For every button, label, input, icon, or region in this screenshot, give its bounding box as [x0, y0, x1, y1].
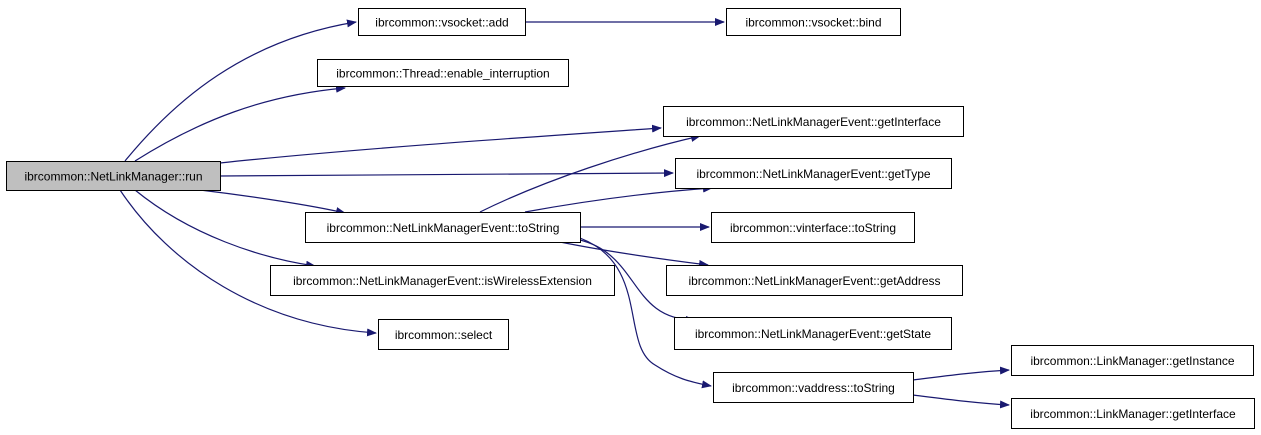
node-box: [675, 158, 952, 189]
node-box: [1011, 345, 1254, 376]
node-label: ibrcommon::vsocket::bind: [745, 16, 881, 30]
node-label: ibrcommon::Thread::enable_interruption: [336, 67, 549, 81]
node-label: ibrcommon::LinkManager::getInterface: [1030, 407, 1236, 421]
node-label: ibrcommon::NetLinkManagerEvent::isWirele…: [293, 274, 592, 288]
node-lm_getInstance[interactable]: ibrcommon::LinkManager::getInstance: [1011, 345, 1254, 376]
edge-vaddr_toString-to-lm_getInterface: [912, 394, 1010, 409]
node-box: [358, 8, 526, 36]
node-label: ibrcommon::select: [395, 328, 493, 342]
edge-vaddr_toString-to-lm_getInstance: [912, 366, 1010, 381]
edge-run-to-nle_getInterface: [219, 124, 662, 164]
node-box: [317, 59, 569, 87]
edge-run-to-vsock_add: [124, 19, 357, 162]
node-nle_toString[interactable]: ibrcommon::NetLinkManagerEvent::toString: [305, 212, 581, 243]
edge-nle_toString-to-vaddr_toString: [579, 237, 712, 389]
node-label: ibrcommon::vsocket::add: [375, 16, 508, 30]
node-label: ibrcommon::NetLinkManager::run: [24, 170, 202, 184]
node-nle_getInterface[interactable]: ibrcommon::NetLinkManagerEvent::getInter…: [663, 106, 964, 137]
node-box: [6, 161, 221, 191]
node-label: ibrcommon::vinterface::toString: [730, 221, 896, 235]
node-label: ibrcommon::NetLinkManagerEvent::getAddre…: [688, 274, 940, 288]
node-box: [378, 319, 509, 350]
node-box: [666, 265, 963, 296]
node-label: ibrcommon::NetLinkManagerEvent::getState: [695, 327, 931, 341]
node-nle_getState[interactable]: ibrcommon::NetLinkManagerEvent::getState: [674, 317, 952, 350]
node-box: [711, 212, 915, 243]
node-label: ibrcommon::vaddress::toString: [732, 381, 895, 395]
node-box: [305, 212, 581, 243]
node-label: ibrcommon::NetLinkManagerEvent::getType: [696, 167, 930, 181]
edge-nle_toString-to-nle_getType: [524, 184, 713, 213]
node-label: ibrcommon::NetLinkManagerEvent::toString: [327, 221, 560, 235]
node-select[interactable]: ibrcommon::select: [378, 319, 509, 350]
node-label: ibrcommon::LinkManager::getInstance: [1030, 354, 1234, 368]
node-lm_getInterface[interactable]: ibrcommon::LinkManager::getInterface: [1011, 398, 1255, 429]
node-box: [1011, 398, 1255, 429]
nodes-layer: ibrcommon::NetLinkManager::runibrcommon:…: [6, 8, 1255, 429]
node-nle_getType[interactable]: ibrcommon::NetLinkManagerEvent::getType: [675, 158, 952, 189]
node-box: [270, 265, 615, 296]
node-thread_ei[interactable]: ibrcommon::Thread::enable_interruption: [317, 59, 569, 87]
node-box: [674, 317, 952, 350]
node-vaddr_toString[interactable]: ibrcommon::vaddress::toString: [713, 372, 914, 403]
node-box: [713, 372, 914, 403]
node-box: [726, 8, 901, 36]
edge-nle_toString-to-nle_getInterface: [479, 134, 701, 213]
node-vif_toString[interactable]: ibrcommon::vinterface::toString: [711, 212, 915, 243]
node-label: ibrcommon::NetLinkManagerEvent::getInter…: [686, 115, 941, 129]
edge-nle_toString-to-nle_getAddress: [559, 241, 709, 268]
edge-run-to-nle_toString: [199, 189, 346, 215]
edge-run-to-nle_getType: [219, 169, 674, 178]
node-box: [663, 106, 964, 137]
edge-run-to-nle_isWE: [134, 189, 316, 269]
node-vsock_bind[interactable]: ibrcommon::vsocket::bind: [726, 8, 901, 36]
node-run[interactable]: ibrcommon::NetLinkManager::run: [6, 161, 221, 191]
edge-run-to-thread_ei: [134, 84, 346, 162]
node-vsock_add[interactable]: ibrcommon::vsocket::add: [358, 8, 526, 36]
edge-run-to-select: [119, 189, 377, 337]
node-nle_isWE[interactable]: ibrcommon::NetLinkManagerEvent::isWirele…: [270, 265, 615, 296]
node-nle_getAddress[interactable]: ibrcommon::NetLinkManagerEvent::getAddre…: [666, 265, 963, 296]
